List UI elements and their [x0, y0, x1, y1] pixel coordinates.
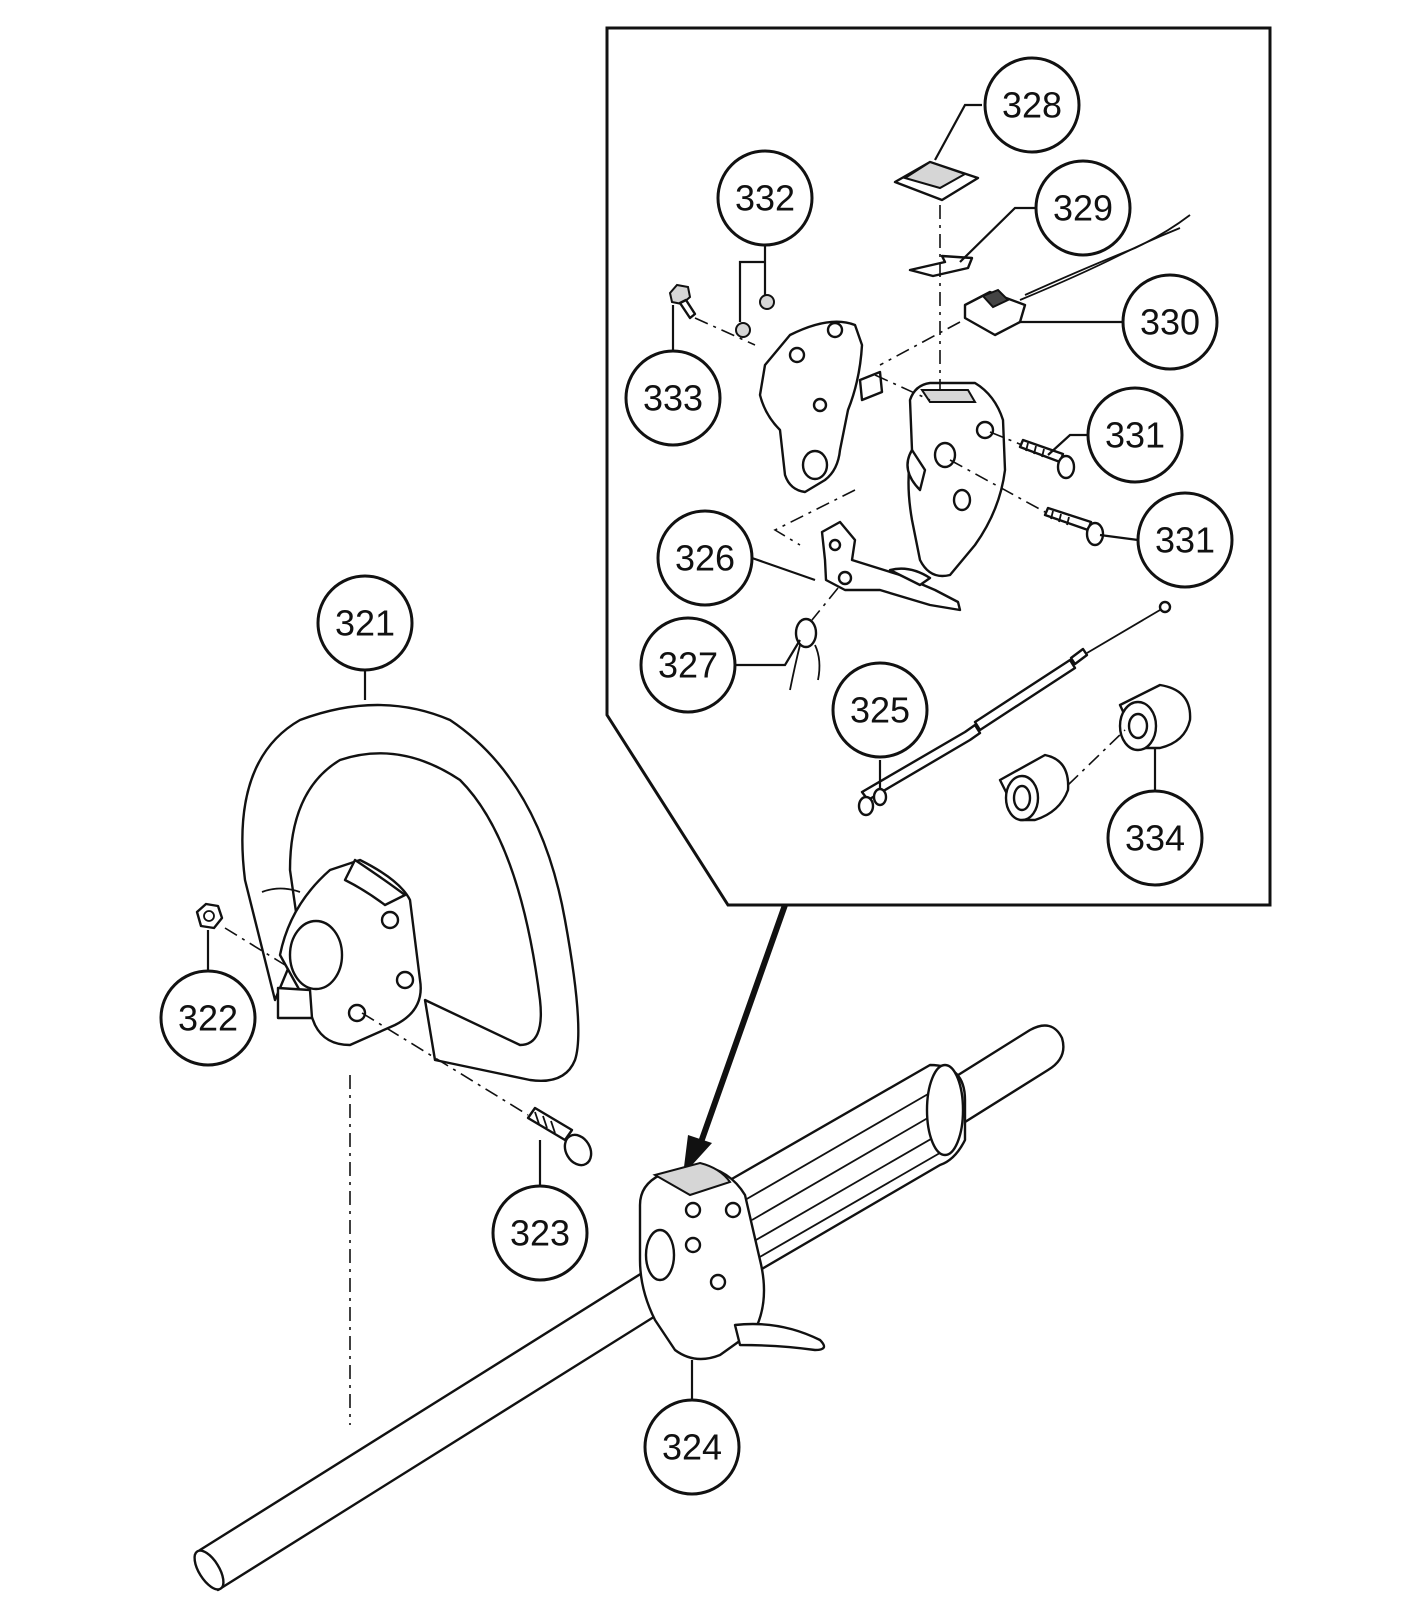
svg-text:324: 324: [662, 1427, 722, 1468]
svg-text:331: 331: [1155, 520, 1215, 561]
assembly-line-bolt: [361, 1012, 529, 1116]
callout-331-upper: 331: [1086, 386, 1184, 484]
leader-326: [751, 556, 816, 582]
callout-334: 334: [1106, 789, 1204, 887]
svg-text:323: 323: [510, 1213, 570, 1254]
leader-329: [959, 206, 1035, 263]
plate-part-329: [908, 254, 974, 278]
callout-322: 322: [159, 969, 257, 1067]
leader-331b: [1099, 533, 1139, 542]
callout-324: 324: [643, 1398, 741, 1496]
callout-327: 327: [639, 616, 737, 714]
throttle-cable-part-325: [857, 600, 1172, 817]
nut-part-322: [195, 902, 224, 930]
assembly-line-bushing: [1067, 729, 1126, 786]
bushing-part-334: [998, 683, 1192, 822]
assembly-line-bolt-333: [694, 317, 756, 346]
left-housing-half: [758, 320, 884, 494]
nut-part-332-upper: [759, 294, 775, 310]
leader-328: [934, 103, 982, 161]
leader-327: [735, 639, 801, 667]
assembly-line-housing: [874, 374, 931, 401]
stop-switch-part-330: [963, 214, 1191, 337]
svg-text:334: 334: [1125, 818, 1185, 859]
callout-321: 321: [316, 574, 414, 672]
throttle-trigger-part-326: [820, 520, 962, 612]
svg-text:327: 327: [658, 645, 718, 686]
callout-333: 333: [624, 349, 722, 447]
assembly-line-screw-lower: [949, 459, 1046, 513]
handle-grip-sleeve: [728, 1063, 967, 1272]
assembly-line-switch: [879, 321, 961, 366]
callout-325: 325: [831, 661, 929, 759]
svg-text:328: 328: [1002, 85, 1062, 126]
callout-329: 329: [1034, 159, 1132, 257]
callout-330: 330: [1121, 273, 1219, 371]
screw-part-331-lower: [1043, 506, 1105, 547]
right-housing-half: [906, 381, 1007, 578]
detail-inset-frame: [605, 26, 1272, 907]
svg-text:333: 333: [643, 378, 703, 419]
callout-328: 328: [983, 56, 1081, 154]
bolt-part-333: [668, 283, 697, 320]
svg-text:330: 330: [1140, 302, 1200, 343]
bolt-part-323: [526, 1106, 593, 1167]
nut-part-332-lower: [735, 322, 751, 338]
assembly-line-trigger: [773, 489, 856, 546]
svg-text:321: 321: [335, 603, 395, 644]
svg-text:332: 332: [735, 178, 795, 219]
svg-text:326: 326: [675, 538, 735, 579]
svg-text:325: 325: [850, 690, 910, 731]
leader-331a: [1047, 433, 1088, 456]
detail-pointer-arrow: [683, 903, 788, 1175]
svg-text:322: 322: [178, 998, 238, 1039]
spring-part-327: [789, 617, 821, 691]
assembly-line-screw-upper: [989, 431, 1023, 446]
assembly-line-nut: [224, 927, 286, 966]
callout-332: 332: [716, 149, 814, 247]
throttle-housing-assembly: [638, 1161, 826, 1361]
leader-332: [738, 245, 767, 322]
screw-part-331-upper: [1018, 438, 1076, 480]
loop-handle: [241, 703, 580, 1082]
callout-331-lower: 331: [1136, 491, 1234, 589]
callout-323: 323: [491, 1184, 589, 1282]
svg-text:329: 329: [1053, 188, 1113, 229]
callout-326: 326: [656, 509, 754, 607]
switch-cover-part-328: [893, 160, 980, 202]
assembly-line-spring: [811, 587, 839, 621]
svg-text:331: 331: [1105, 415, 1165, 456]
